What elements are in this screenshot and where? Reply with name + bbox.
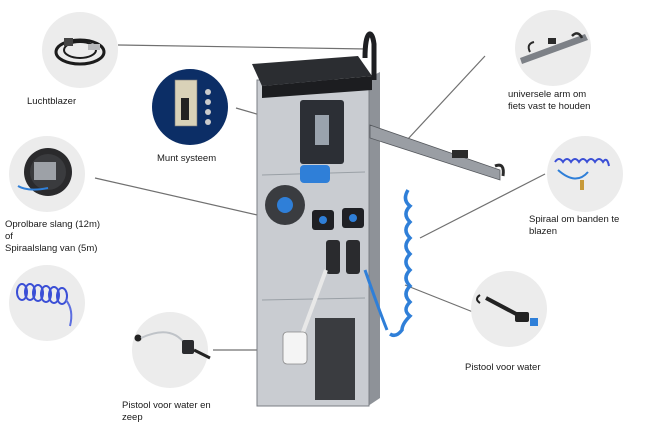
label-universele-arm: universele arm om fiets vast te houden bbox=[508, 89, 590, 113]
spiral-hose-circle bbox=[9, 265, 85, 341]
label-oprolbare-line-2: of bbox=[5, 231, 13, 242]
label-oprolbare-slang: Oprolbare slang (12m) of Spiraalslang va… bbox=[5, 219, 100, 255]
coin-system-circle bbox=[152, 69, 228, 145]
spiral-hose-icon bbox=[16, 283, 73, 327]
label-spiraal: Spiraal om banden te blazen bbox=[529, 214, 619, 238]
cabinet bbox=[252, 31, 505, 407]
label-pistool-water-zeep: Pistool voor water en zeep bbox=[122, 400, 211, 424]
coin-mechanism-icon bbox=[174, 79, 211, 127]
spiral-air-hose-icon bbox=[554, 158, 610, 190]
hose-reel-icon bbox=[17, 148, 72, 196]
label-spiraal-line-1: Spiraal om banden te bbox=[529, 214, 620, 225]
label-pistool-zeep-line-1: Pistool voor water en bbox=[122, 400, 211, 411]
water-gun-circle bbox=[471, 271, 547, 347]
label-arm-line-2: fiets vast te houden bbox=[508, 101, 591, 112]
air-blower-icon bbox=[54, 38, 106, 66]
air-blower-circle bbox=[42, 12, 118, 88]
label-oprolbare-line-3: Spiraalslang van (5m) bbox=[5, 243, 98, 254]
label-pistool-water: Pistool voor water bbox=[465, 362, 541, 373]
spiral-air-circle bbox=[547, 136, 623, 212]
label-munt-systeem: Munt systeem bbox=[157, 153, 217, 164]
label-luchtblazer: Luchtblazer bbox=[27, 96, 77, 107]
label-pistool-zeep-line-2: zeep bbox=[122, 412, 143, 423]
bike-arm-icon bbox=[520, 32, 588, 64]
hose-reel-circle bbox=[9, 136, 85, 212]
water-gun-icon bbox=[476, 294, 538, 326]
soap-gun-icon bbox=[134, 331, 211, 360]
label-oprolbare-line-1: Oprolbare slang (12m) bbox=[5, 219, 101, 230]
label-arm-line-1: universele arm om bbox=[508, 89, 587, 100]
soap-gun-circle bbox=[132, 312, 211, 388]
leader-lines bbox=[94, 44, 546, 351]
bike-arm-circle bbox=[515, 10, 591, 86]
label-spiraal-line-2: blazen bbox=[529, 226, 557, 237]
